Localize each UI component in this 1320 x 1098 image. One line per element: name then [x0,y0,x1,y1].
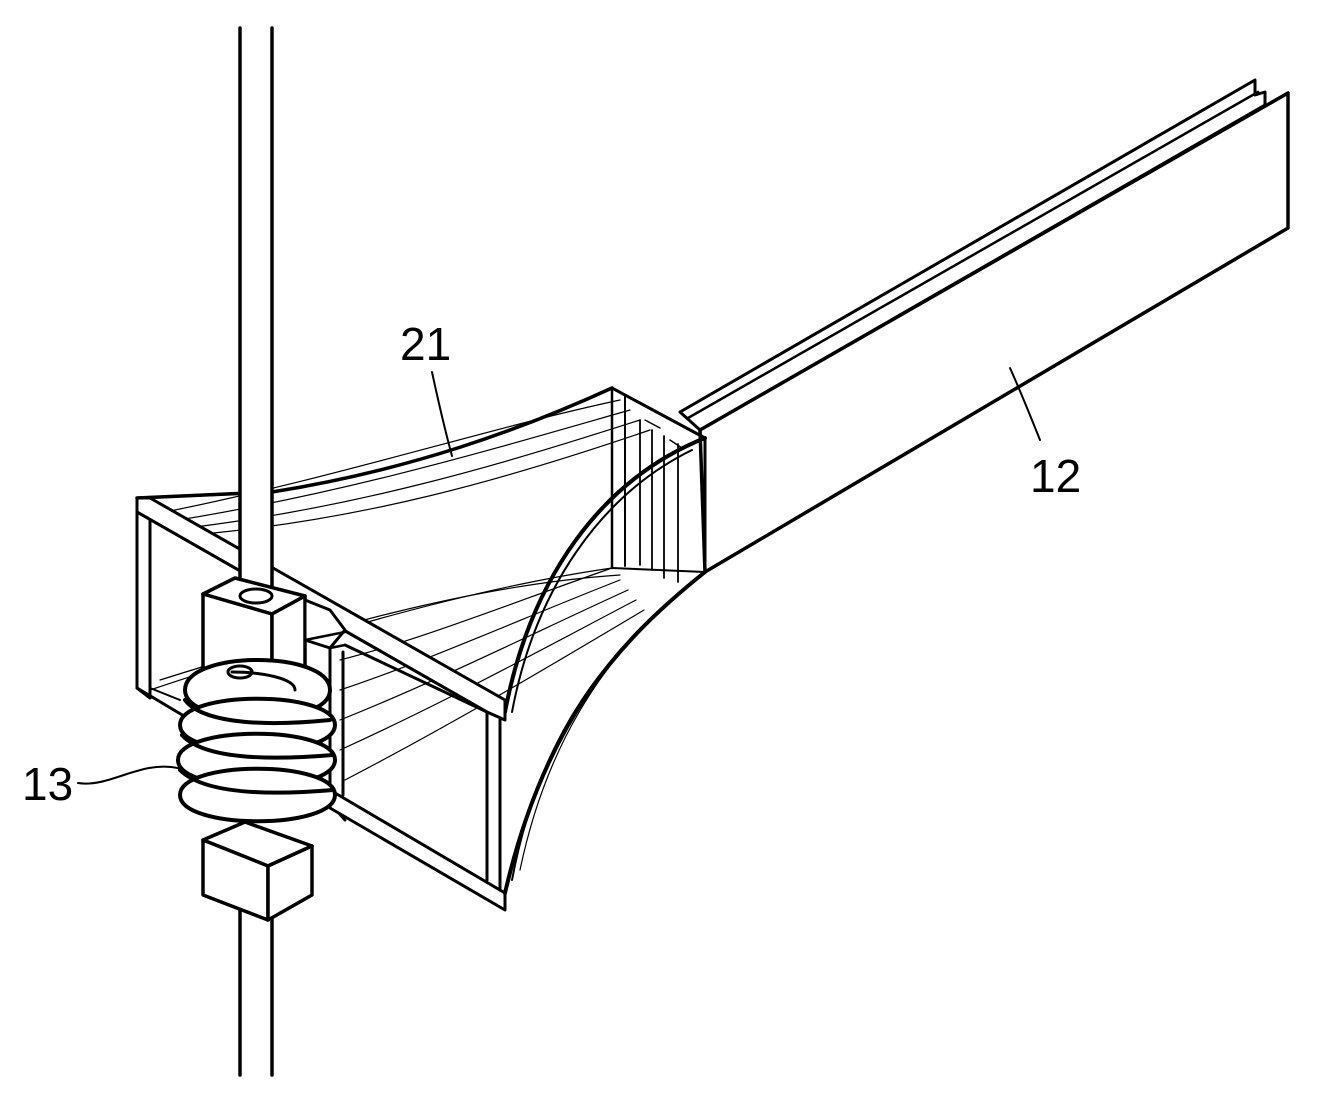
lower-connector-block [201,820,314,922]
leader-line-13 [77,765,179,785]
leader-line-12 [1009,367,1041,441]
label-21: 21 [400,318,451,370]
reference-labels: 21 12 13 [22,318,1081,810]
vertical-rod [238,26,274,1077]
label-13: 13 [22,758,73,810]
coil [176,658,337,824]
label-12: 12 [1030,450,1081,502]
leader-line-21 [431,371,453,457]
waveguide [678,78,1290,574]
